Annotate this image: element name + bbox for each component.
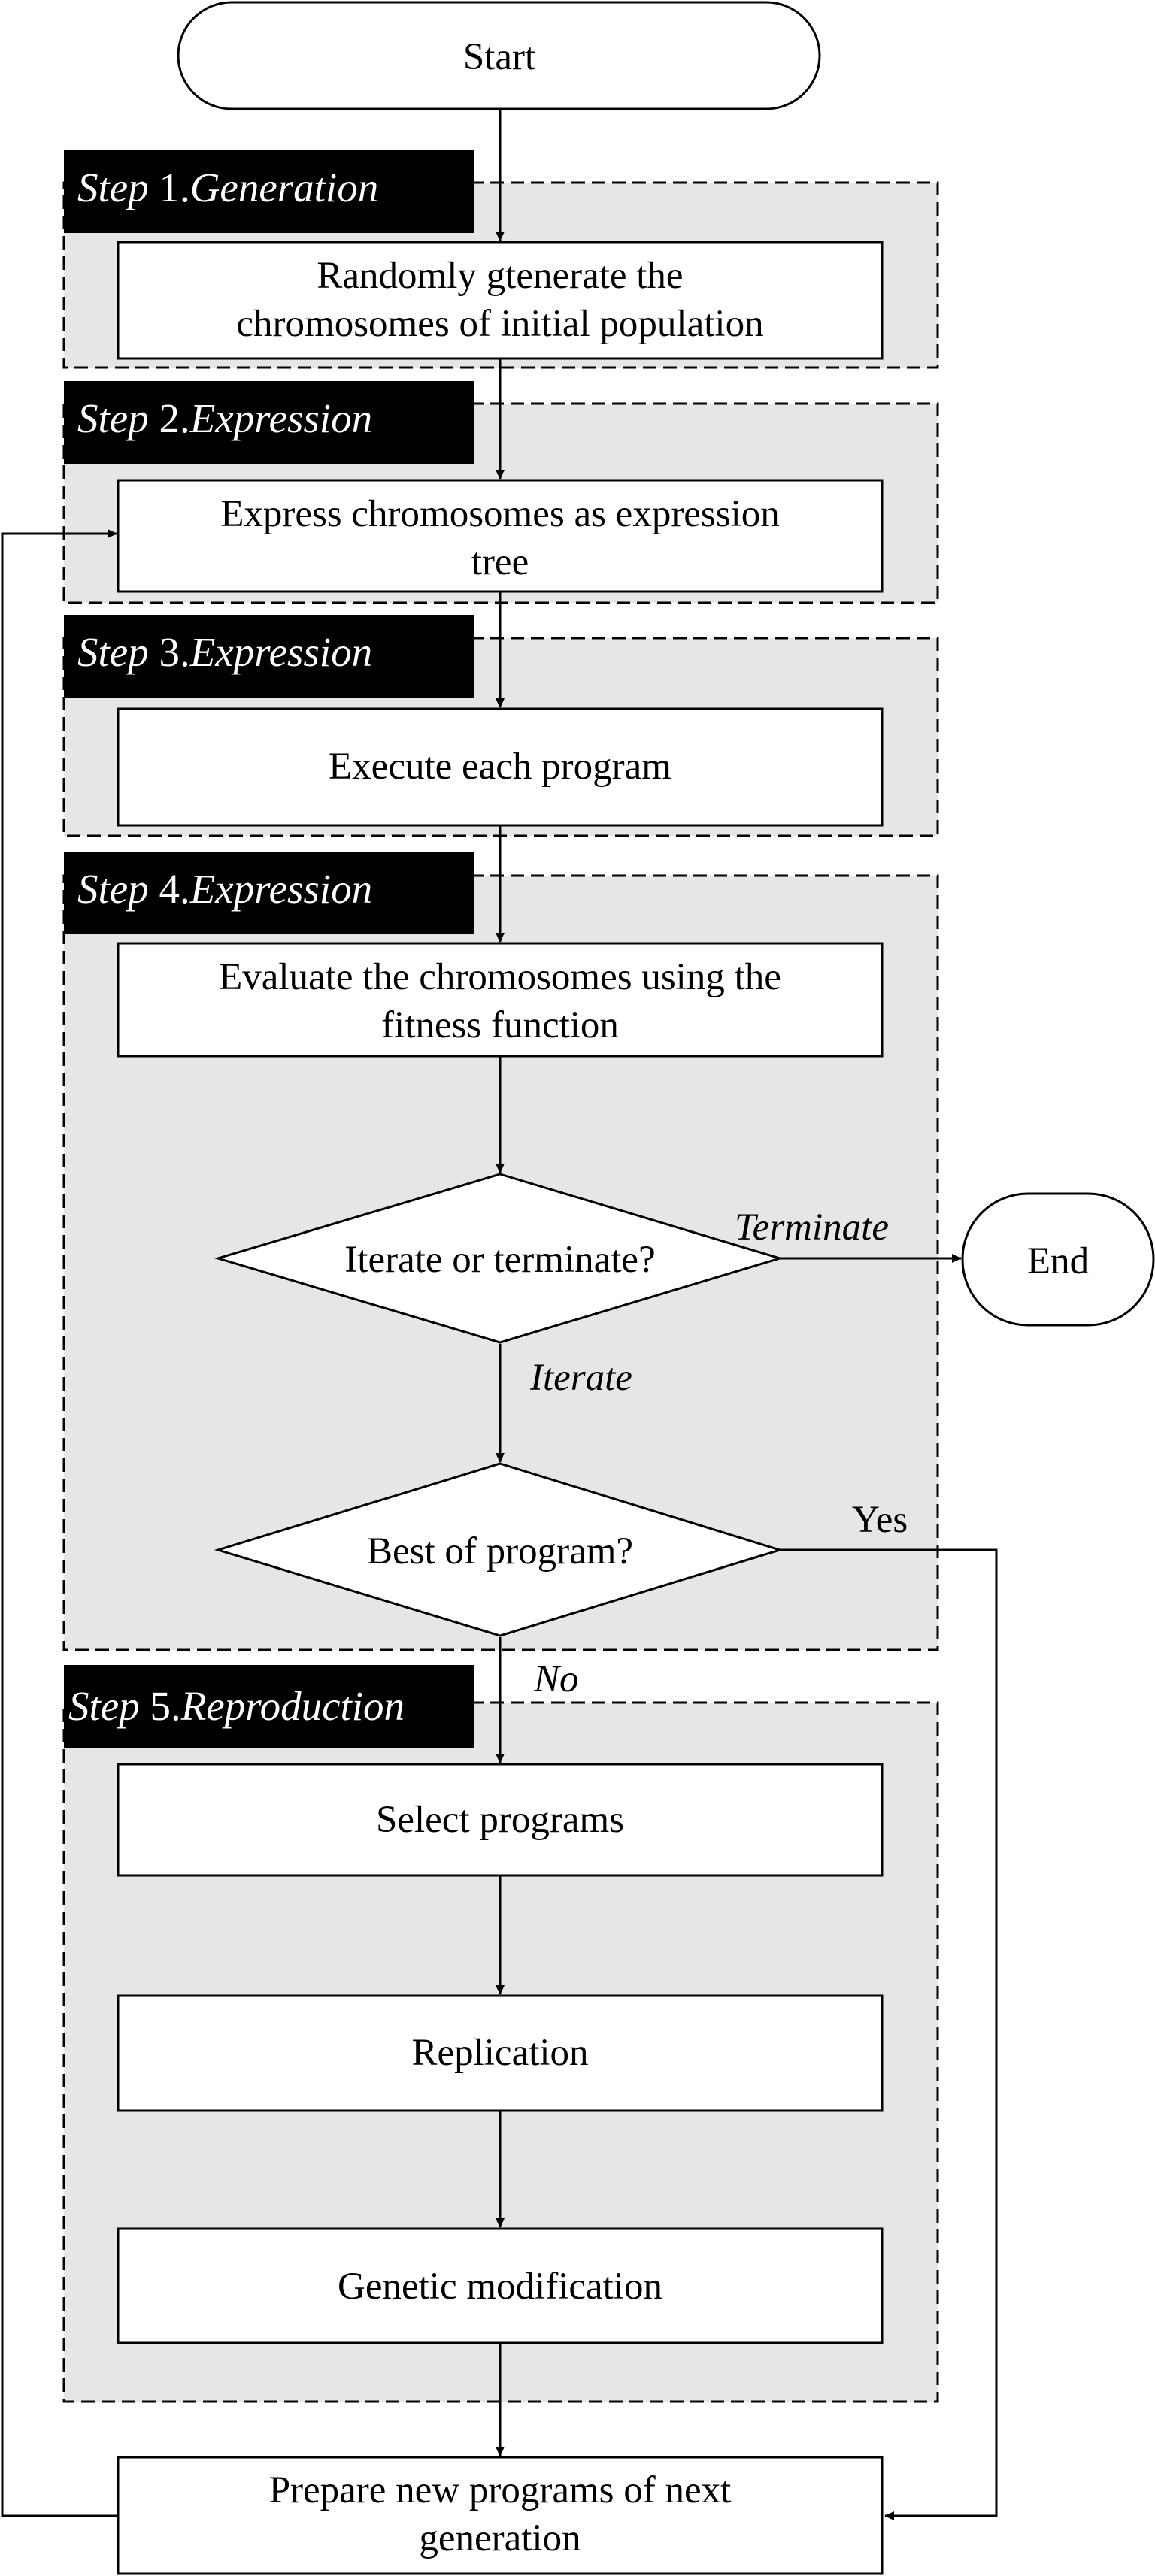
svg-text:Iterate or terminate?: Iterate or terminate? <box>344 1239 655 1281</box>
step5-label: Step 5.Reproduction <box>64 1665 474 1748</box>
edge-prepare-express-loop <box>1 529 118 2517</box>
decision-iterate: Iterate or terminate? <box>214 1173 784 1344</box>
svg-text:Start: Start <box>463 36 535 78</box>
svg-text:Select programs: Select programs <box>376 1799 624 1841</box>
process-express: Express chromosomes as expression tree <box>117 479 884 593</box>
process-replication: Replication <box>117 1994 884 2112</box>
edge-label-iterate: Iterate <box>529 1357 632 1399</box>
process-generate: Randomly gtenerate the chromosomes of in… <box>117 241 884 360</box>
svg-text:End: End <box>1027 1240 1089 1282</box>
svg-text:Execute each program: Execute each program <box>329 746 671 788</box>
process-prepare: Prepare new programs of next generation <box>117 2456 884 2575</box>
process-execute: Execute each program <box>117 707 884 827</box>
edge-best-prepare <box>780 1548 998 2520</box>
svg-text:Genetic modification: Genetic modification <box>338 2266 662 2308</box>
svg-text:Evaluate the chromosomes using: Evaluate the chromosomes using the <box>219 956 781 998</box>
start-node: Start <box>177 1 821 110</box>
process-evaluate: Evaluate the chromosomes using the fitne… <box>117 942 884 1058</box>
svg-text:fitness function: fitness function <box>381 1004 619 1046</box>
edge-label-yes: Yes <box>852 1499 908 1541</box>
svg-text:Step 5.Reproduction: Step 5.Reproduction <box>68 1683 405 1729</box>
step2-label: Step 2.Expression <box>64 381 474 464</box>
end-node: End <box>961 1192 1155 1327</box>
svg-text:Step 3.Expression: Step 3.Expression <box>77 629 372 675</box>
svg-text:generation: generation <box>419 2517 581 2559</box>
svg-text:tree: tree <box>471 541 529 583</box>
step4-label: Step 4.Expression <box>64 852 474 934</box>
svg-text:Replication: Replication <box>411 2032 588 2074</box>
decision-best: Best of program? <box>214 1462 784 1637</box>
svg-text:Step 4.Expression: Step 4.Expression <box>77 866 372 912</box>
svg-text:Express chromosomes as express: Express chromosomes as expression <box>220 493 780 535</box>
svg-text:Randomly gtenerate the: Randomly gtenerate the <box>317 255 683 297</box>
step1-label: Step 1.Generation <box>64 150 474 233</box>
svg-text:Step 2.Expression: Step 2.Expression <box>77 395 372 441</box>
svg-text:Prepare new programs of next: Prepare new programs of next <box>269 2469 732 2511</box>
process-genetic: Genetic modification <box>117 2227 884 2344</box>
svg-text:Step 1.Generation: Step 1.Generation <box>77 165 378 210</box>
edge-label-terminate: Terminate <box>735 1206 889 1249</box>
svg-text:chromosomes of initial populat: chromosomes of initial population <box>236 303 763 345</box>
step3-label: Step 3.Expression <box>64 615 474 698</box>
svg-text:Best of program?: Best of program? <box>367 1530 633 1573</box>
edge-label-no: No <box>533 1658 579 1700</box>
process-select: Select programs <box>117 1763 884 1877</box>
